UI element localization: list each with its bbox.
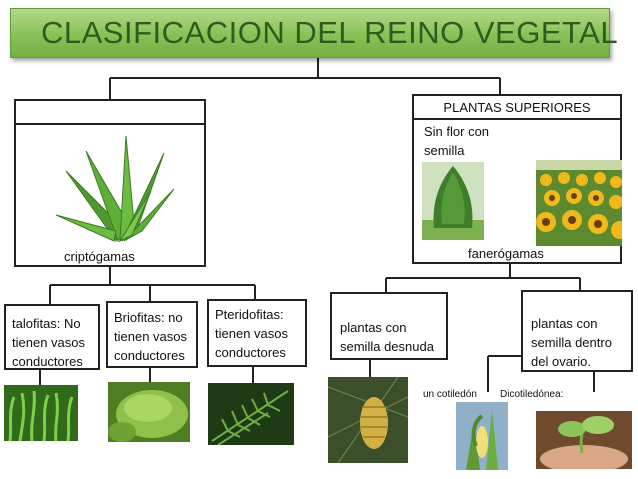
monocot-label: un cotiledón	[423, 389, 477, 400]
fern-image	[208, 383, 294, 445]
diagram-title: CLASIFICACION DEL REINO VEGETAL	[41, 15, 619, 50]
phanerogam-caption: fanerógamas	[468, 246, 544, 261]
angiosperm-box: plantas con semilla dentro del ovario.	[521, 290, 633, 372]
conifer-tree-image	[422, 162, 484, 240]
phanerogam-box: PLANTAS SUPERIORES Sin flor con semilla …	[412, 94, 622, 264]
talofitas-box: talofitas: No tienen vasos conductores	[4, 304, 100, 370]
pteridofitas-box: Pteridofitas: tienen vasos conductores	[207, 299, 307, 367]
pine-cone-image	[328, 377, 408, 463]
cryptogam-box: criptógamas	[14, 99, 206, 267]
moss-image	[108, 382, 190, 442]
seedling-in-hand-image	[536, 411, 632, 469]
sunflower-field-image	[536, 160, 622, 246]
corn-plant-image	[456, 402, 508, 470]
cryptogam-header	[16, 101, 204, 125]
cryptogam-caption: criptógamas	[64, 249, 135, 264]
dicot-label: Dicotiledónea:	[500, 389, 564, 400]
briofitas-box: Briofitas: no tienen vasos conductores	[106, 301, 198, 368]
aloe-plant-image	[56, 131, 176, 243]
gymnosperm-box: plantas con semilla desnuda	[330, 292, 448, 360]
phanerogam-note: Sin flor con semilla	[424, 124, 490, 158]
phanerogam-header: PLANTAS SUPERIORES	[414, 96, 620, 120]
algae-image	[4, 385, 78, 441]
title-banner: CLASIFICACION DEL REINO VEGETAL	[10, 8, 618, 58]
